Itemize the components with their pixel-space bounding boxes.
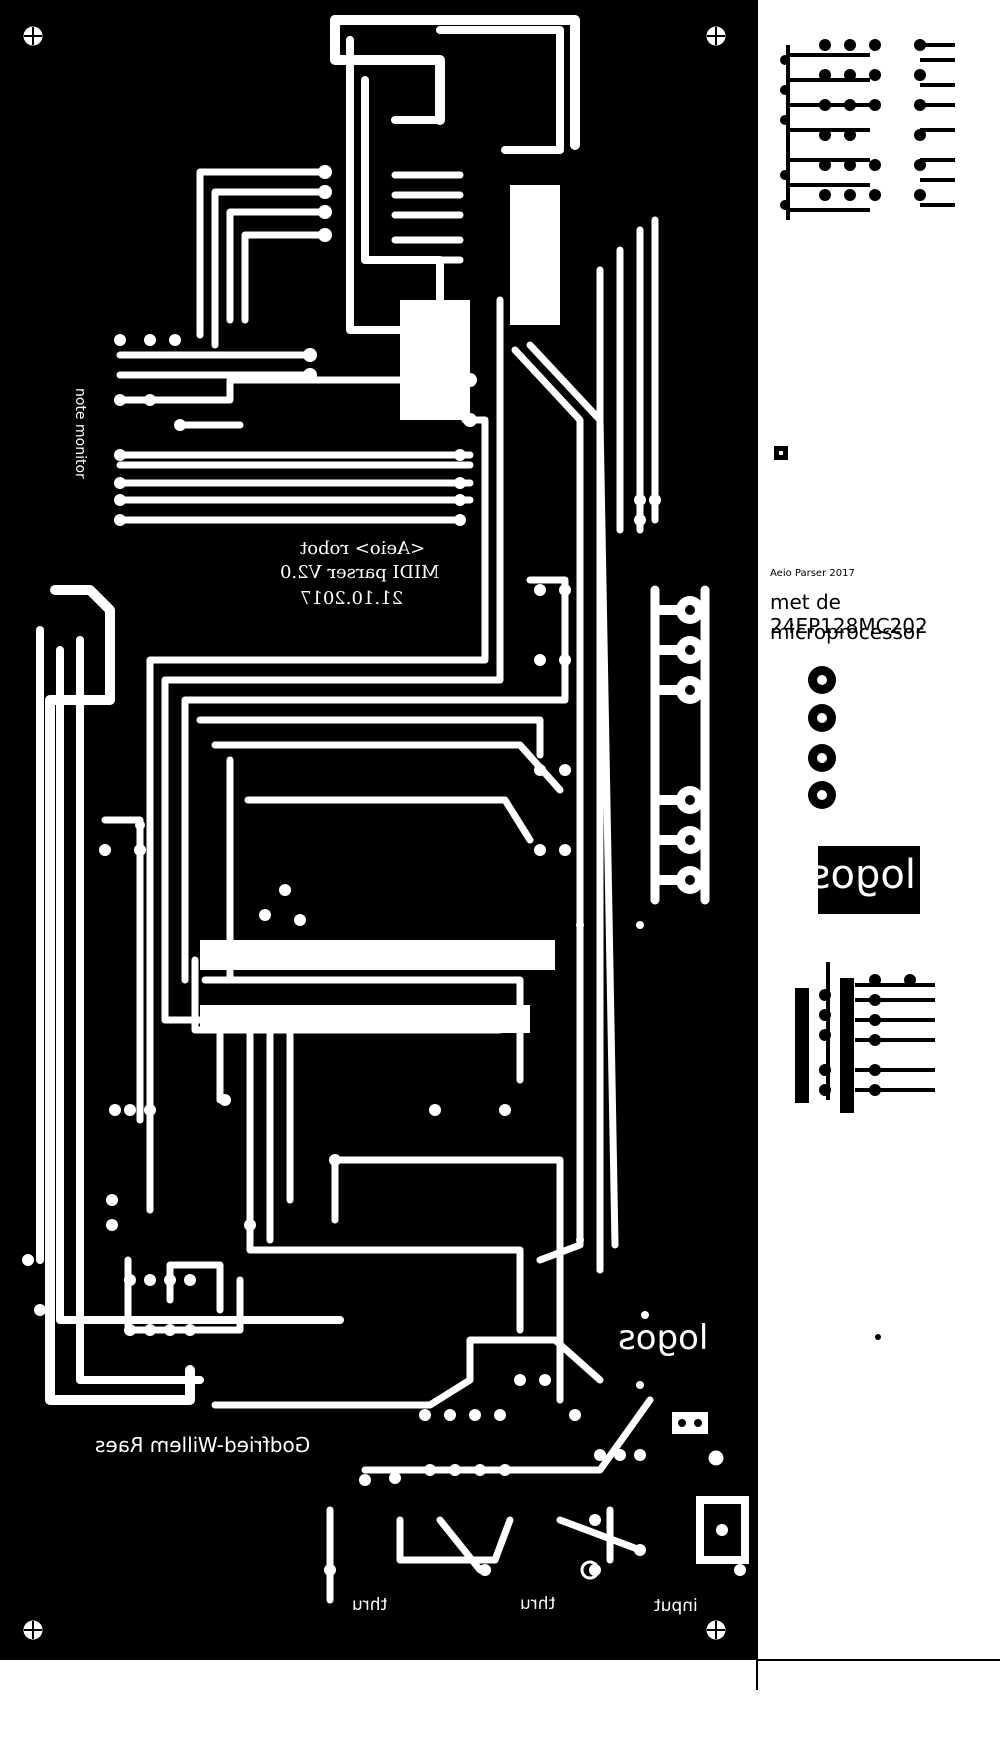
note-monitor-label: note monitor — [72, 388, 88, 479]
side-footprint-top — [786, 43, 955, 220]
pads — [22, 165, 746, 1580]
board-author: Godfried-Willem Raes — [95, 1433, 311, 1457]
port-label-thru-2: thru — [520, 1594, 556, 1614]
logo-box — [818, 846, 920, 914]
board-title-line2: MIDI parser V2.0 — [280, 562, 440, 583]
annotation-processor-line1: met de 24EP128MC202 — [770, 590, 928, 638]
copper-traces — [36, 15, 710, 1604]
connector-pads — [672, 596, 749, 1564]
annotation-processor-line2: microprocessor — [770, 620, 924, 644]
annotation-parser-title: Aeio Parser 2017 — [770, 568, 855, 579]
side-dot — [875, 1334, 881, 1340]
port-label-thru-1: thru — [352, 1595, 388, 1615]
board-title-line1: <Aeio> robot — [300, 538, 426, 559]
side-footprint-bottom — [795, 962, 935, 1113]
ic-pads — [200, 185, 560, 1033]
board-date: 21.10.2017 — [300, 588, 404, 609]
port-label-input: input — [654, 1596, 698, 1616]
logo-box-text: logos — [809, 852, 916, 898]
board-logo-text: logos — [618, 1318, 709, 1358]
side-connector-pads — [808, 666, 836, 809]
side-footprint-top-pads — [780, 39, 926, 210]
